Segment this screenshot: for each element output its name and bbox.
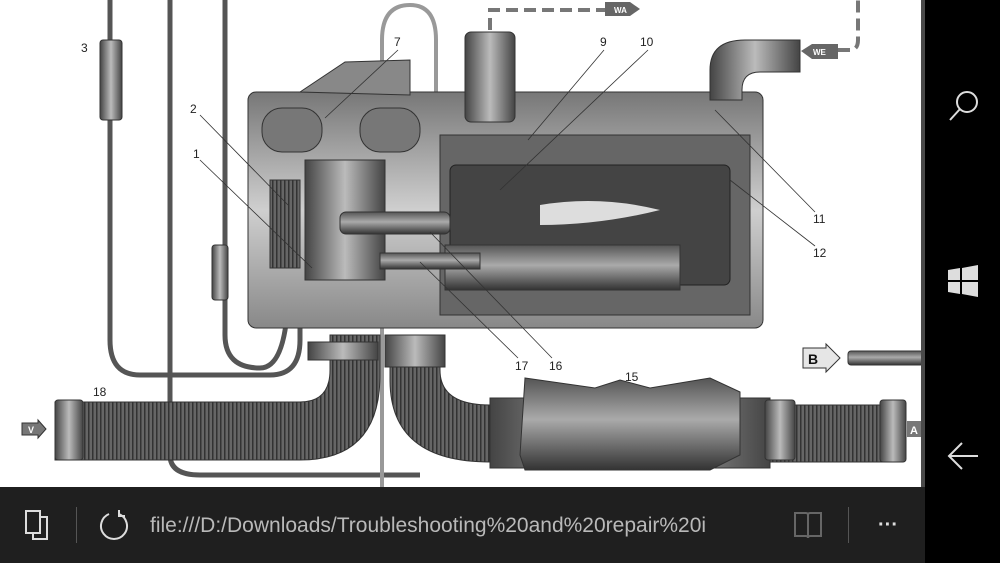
svg-text:V: V xyxy=(28,425,34,435)
svg-text:B: B xyxy=(808,351,818,367)
svg-text:WE: WE xyxy=(813,48,827,57)
reading-view-button[interactable] xyxy=(790,487,826,563)
book-icon xyxy=(794,512,822,539)
callout-17: 17 xyxy=(515,359,529,373)
combustion-air-hose xyxy=(54,334,381,461)
svg-text:WA: WA xyxy=(614,6,627,15)
callout-9: 9 xyxy=(600,35,607,49)
exhaust-silencer xyxy=(519,377,741,471)
viewport-border xyxy=(921,0,925,487)
refresh-icon xyxy=(100,510,128,540)
callout-leaders xyxy=(199,49,816,359)
callout-labels: 3 7 2 1 9 10 11 12 15 16 17 18 xyxy=(81,35,827,399)
air-line-wa xyxy=(488,8,605,30)
svg-text:A: A xyxy=(910,425,918,437)
arrow-wa: WA xyxy=(605,2,640,16)
pdf-page-viewport[interactable]: WA WE B V A 3 7 2 1 9 10 11 12 15 16 17 … xyxy=(0,0,921,487)
callout-15: 15 xyxy=(625,370,639,384)
back-button[interactable] xyxy=(925,426,1000,486)
search-icon xyxy=(948,91,978,121)
back-arrow-icon xyxy=(947,442,978,470)
start-button[interactable] xyxy=(925,251,1000,311)
heater-body xyxy=(247,31,801,329)
air-line-we xyxy=(838,0,860,52)
callout-18: 18 xyxy=(93,385,107,399)
address-bar[interactable]: file:///D:/Downloads/Troubleshooting%20a… xyxy=(150,514,707,537)
more-button[interactable]: ··· xyxy=(878,513,898,536)
callout-11: 11 xyxy=(813,212,826,226)
pipe-b xyxy=(847,350,921,366)
arrow-b: B xyxy=(802,342,841,374)
tabs-icon xyxy=(25,510,48,540)
callout-3: 3 xyxy=(81,41,88,55)
callout-12: 12 xyxy=(813,246,827,260)
arrow-we: WE xyxy=(801,44,838,59)
heater-diagram: WA WE B V A 3 7 2 1 9 10 11 12 15 16 17 … xyxy=(21,0,921,487)
toolbar-divider xyxy=(76,507,77,543)
callout-2: 2 xyxy=(190,102,197,116)
callout-10: 10 xyxy=(640,35,654,49)
search-button[interactable] xyxy=(925,76,1000,136)
arrow-v: V xyxy=(21,418,47,440)
connector-3 xyxy=(99,39,229,301)
exhaust-hose xyxy=(384,334,907,471)
callout-16: 16 xyxy=(549,359,563,373)
toolbar-divider xyxy=(848,507,849,543)
refresh-button[interactable] xyxy=(94,487,134,563)
browser-toolbar: file:///D:/Downloads/Troubleshooting%20a… xyxy=(0,487,925,563)
callout-7: 7 xyxy=(394,35,401,49)
windows-logo-icon xyxy=(947,265,978,297)
callout-1: 1 xyxy=(193,147,200,161)
arrow-a: A xyxy=(907,421,921,437)
tabs-button[interactable] xyxy=(18,487,58,563)
system-nav-bar xyxy=(925,0,1000,563)
